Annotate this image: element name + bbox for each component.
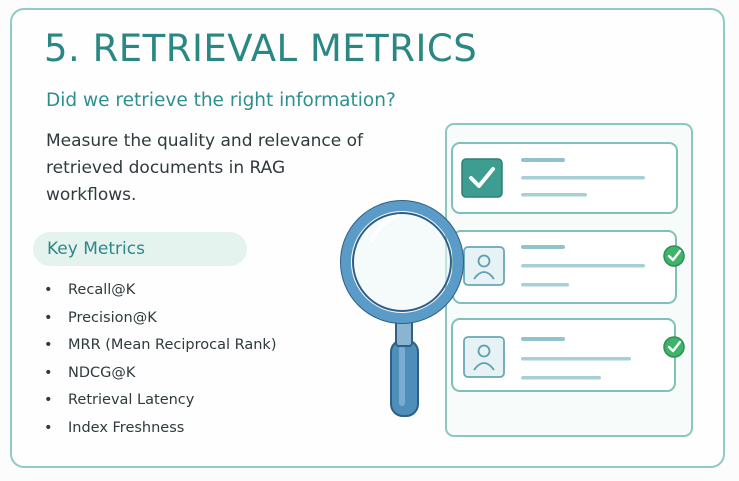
- bullet-icon: •: [44, 309, 53, 326]
- document-row: [452, 230, 685, 304]
- bullet-icon: •: [44, 419, 53, 436]
- metric-label: Precision@K: [68, 309, 157, 326]
- metric-label: Index Freshness: [68, 419, 185, 436]
- metrics-list: • Recall@K • Precision@K • MRR (Mean Recipr…: [44, 282, 277, 447]
- metric-label: NDCG@K: [68, 364, 136, 381]
- bullet-icon: •: [44, 282, 53, 298]
- list-item: • NDCG@K: [44, 365, 277, 393]
- list-item: • Index Freshness: [44, 420, 277, 448]
- metric-label: MRR (Mean Reciprocal Rank): [68, 337, 277, 353]
- key-metrics-heading: Key Metrics: [33, 232, 247, 266]
- bullet-icon: •: [44, 392, 53, 408]
- document-row: [451, 142, 678, 214]
- metric-label: Recall@K: [68, 282, 136, 298]
- page-title: 5. RETRIEVAL METRICS: [44, 27, 478, 70]
- list-item: • Precision@K: [44, 310, 277, 338]
- check-circle-icon: [663, 336, 685, 358]
- subtitle: Did we retrieve the right information?: [46, 90, 396, 111]
- document-row: [451, 318, 685, 392]
- bullet-icon: •: [44, 364, 53, 381]
- metric-label: Retrieval Latency: [68, 392, 195, 408]
- check-circle-icon: [663, 245, 685, 267]
- description: Measure the quality and relevance of ret…: [46, 131, 364, 205]
- list-item: • MRR (Mean Reciprocal Rank): [44, 337, 277, 365]
- bullet-icon: •: [44, 337, 53, 353]
- list-item: • Recall@K: [44, 282, 277, 310]
- checkmark-icon: [461, 158, 503, 198]
- magnifying-glass-icon: [340, 200, 464, 417]
- list-item: • Retrieval Latency: [44, 392, 277, 420]
